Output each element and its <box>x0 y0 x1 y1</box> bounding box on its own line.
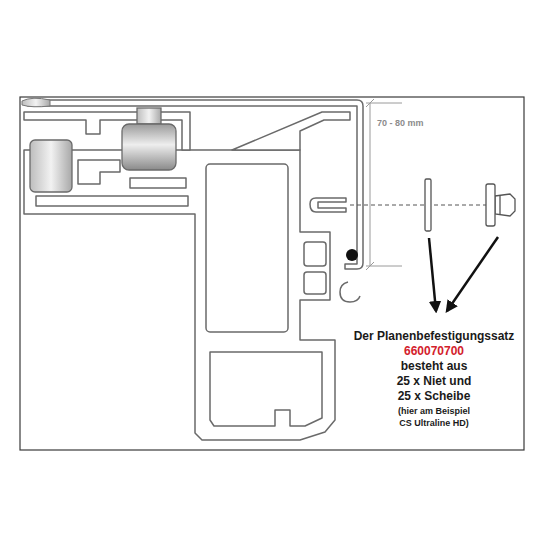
kit-text: 25 x Niet und <box>396 374 473 388</box>
kit-title: Der Planenbefestigungssatz <box>353 329 516 343</box>
pointer-arrow <box>429 237 498 311</box>
example-note: (hier am Beispiel <box>397 406 471 417</box>
frame <box>20 97 524 450</box>
rivet <box>486 184 515 226</box>
roller <box>122 124 176 170</box>
clamp <box>30 140 72 192</box>
kit-text: 25 x Scheibe <box>397 389 472 403</box>
washer <box>425 179 431 231</box>
aluminium-profile <box>24 100 363 440</box>
example-note: CS Ultraline HD) <box>398 418 470 429</box>
article-number: 660070700 <box>403 344 465 358</box>
axis-line <box>350 205 486 206</box>
tarp-rod <box>346 249 358 261</box>
kit-text: besteht aus <box>400 359 469 373</box>
dimension-label: 70 - 80 mm <box>376 118 425 129</box>
